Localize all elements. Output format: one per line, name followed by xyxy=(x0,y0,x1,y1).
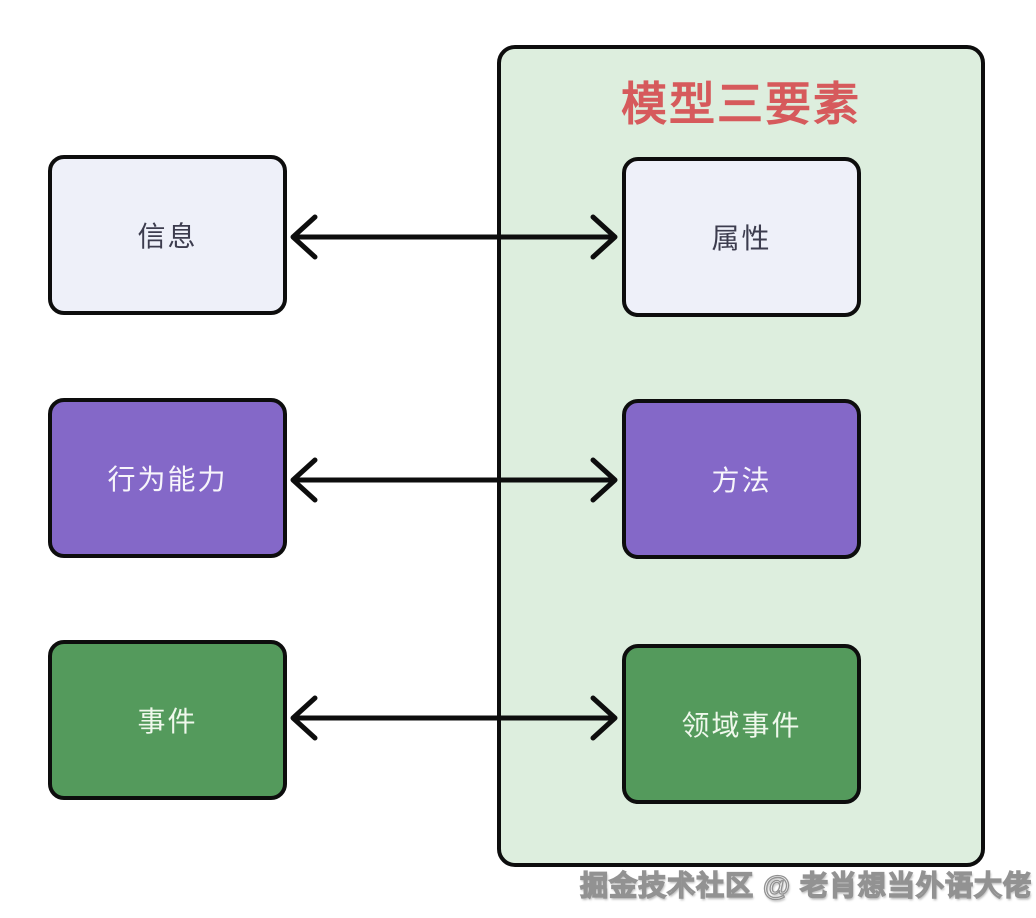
node-attribute-label: 属性 xyxy=(711,223,772,254)
node-behavior-capability: 行为能力 xyxy=(48,398,287,558)
node-domain-event-label: 领域事件 xyxy=(681,710,802,741)
node-behavior-capability-label: 行为能力 xyxy=(107,464,228,495)
node-information: 信息 xyxy=(48,155,287,315)
node-method: 方法 xyxy=(622,399,861,559)
bidirectional-arrow-information-attribute xyxy=(287,209,621,265)
node-event-label: 事件 xyxy=(137,706,198,737)
diagram-title: 模型三要素 xyxy=(621,78,861,130)
node-attribute: 属性 xyxy=(622,157,861,317)
node-information-label: 信息 xyxy=(137,221,198,252)
watermark: 掘金技术社区 @ 老肖想当外语大佬 xyxy=(579,869,1032,901)
node-method-label: 方法 xyxy=(711,465,772,496)
node-domain-event: 领域事件 xyxy=(622,644,861,804)
node-event: 事件 xyxy=(48,640,287,800)
bidirectional-arrow-event-domain-event xyxy=(287,690,621,746)
bidirectional-arrow-behavior-method xyxy=(287,452,621,508)
